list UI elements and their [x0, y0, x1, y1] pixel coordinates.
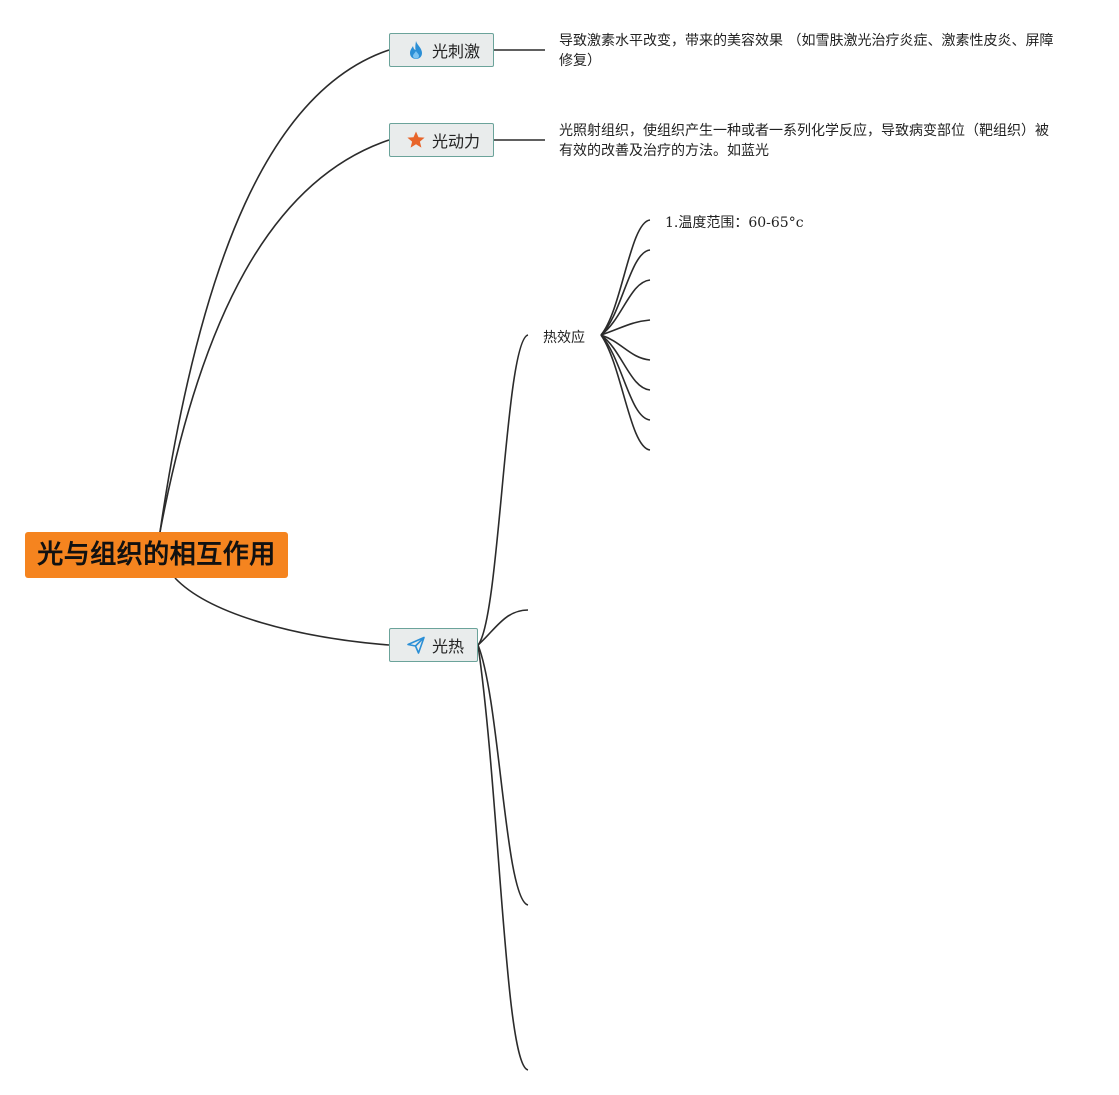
connector-effect-sub-5 — [600, 334, 651, 361]
star-icon — [406, 130, 426, 150]
topic-photothermal[interactable]: 光热 — [389, 628, 478, 662]
connector-effect-sub-6 — [600, 334, 651, 391]
connector-heat-child-3 — [477, 644, 529, 906]
connector-heat-effect — [477, 334, 529, 646]
connector-heat-child-4 — [477, 644, 529, 1071]
flame-icon — [406, 40, 426, 60]
connector-effect-sub-3 — [600, 279, 651, 336]
topic-label: 光刺激 — [432, 42, 481, 61]
topic-photodynamic[interactable]: 光动力 — [389, 123, 494, 157]
paper-plane-icon — [406, 635, 426, 655]
topic-light-stimulation-description: 导致激素水平改变，带来的美容效果 （如雪肤激光治疗炎症、激素性皮炎、屏障修复） — [559, 33, 1054, 69]
root-topic[interactable]: 光与组织的相互作用 — [25, 532, 288, 578]
root-topic-label: 光与组织的相互作用 — [37, 540, 276, 570]
connector-effect-sub-4 — [600, 319, 651, 336]
subtopic-heat-effect[interactable]: 热效应 — [543, 330, 585, 346]
connector-effect-sub-8 — [600, 334, 651, 451]
connector-root-dynamic — [159, 139, 390, 533]
connector-heat-child-2 — [477, 609, 529, 646]
topic-light-stimulation[interactable]: 光刺激 — [389, 33, 494, 67]
subtopic-temperature-range[interactable]: 1.温度范围：60-65°c — [665, 215, 804, 231]
connector-root-stimulation — [159, 49, 390, 533]
topic-photodynamic-description: 光照射组织，使组织产生一种或者一系列化学反应，导致病变部位（靶组织）被有效的改善… — [559, 123, 1049, 159]
connector-effect-sub-2 — [600, 249, 651, 336]
connector-effect-sub-7 — [600, 334, 651, 421]
topic-label: 光热 — [432, 637, 465, 656]
topic-label: 光动力 — [432, 132, 481, 151]
connector-root-heat — [174, 577, 390, 646]
connector-effect-temp — [600, 219, 651, 336]
